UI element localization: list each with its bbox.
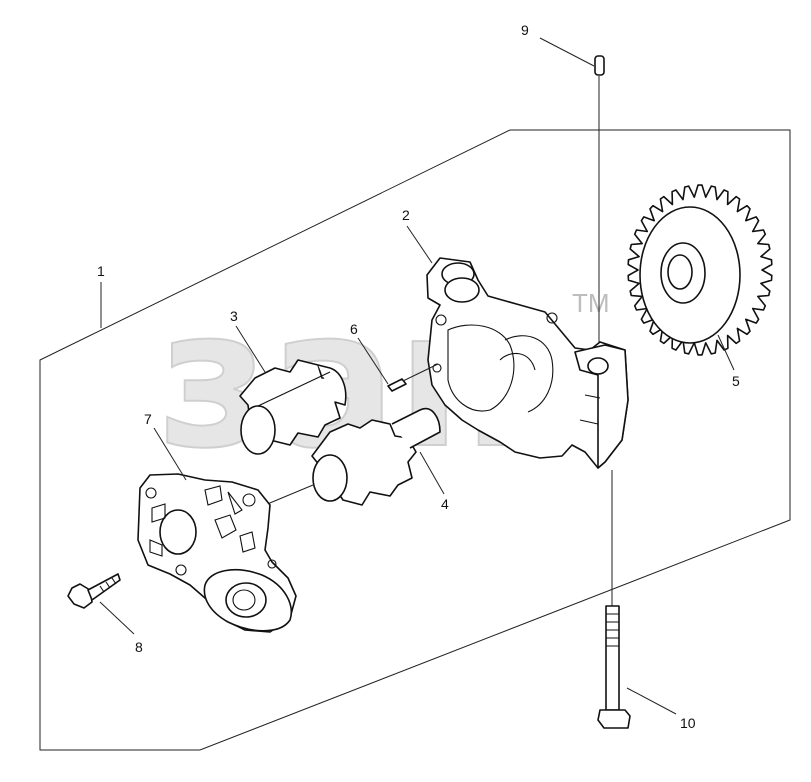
part-bolt-8	[67, 573, 121, 609]
watermark-tm: TM	[572, 288, 610, 318]
callout-7: 7	[144, 411, 152, 427]
callout-9: 9	[521, 22, 529, 38]
part-dowel-pin-9	[594, 55, 605, 360]
callout-8: 8	[135, 639, 143, 655]
part-drive-gear-5	[627, 184, 773, 356]
assembly-boundary	[39, 129, 791, 751]
part-pin-6	[387, 363, 439, 392]
callout-4: 4	[441, 496, 449, 512]
callout-5: 5	[732, 373, 740, 389]
leader-lines	[99, 37, 735, 715]
callout-labels: 1 2 3 4 5 6 7 8 9 10	[97, 22, 740, 731]
callout-6: 6	[350, 321, 358, 337]
part-drive-rotor-4	[264, 407, 441, 506]
callout-2: 2	[402, 207, 410, 223]
callout-1: 1	[97, 263, 105, 279]
part-bolt-10	[597, 470, 631, 729]
callout-3: 3	[230, 308, 238, 324]
part-cover-plate-7	[137, 473, 297, 633]
callout-10: 10	[680, 715, 696, 731]
part-rotor-3	[239, 359, 347, 455]
part-pump-housing-2	[426, 257, 629, 469]
